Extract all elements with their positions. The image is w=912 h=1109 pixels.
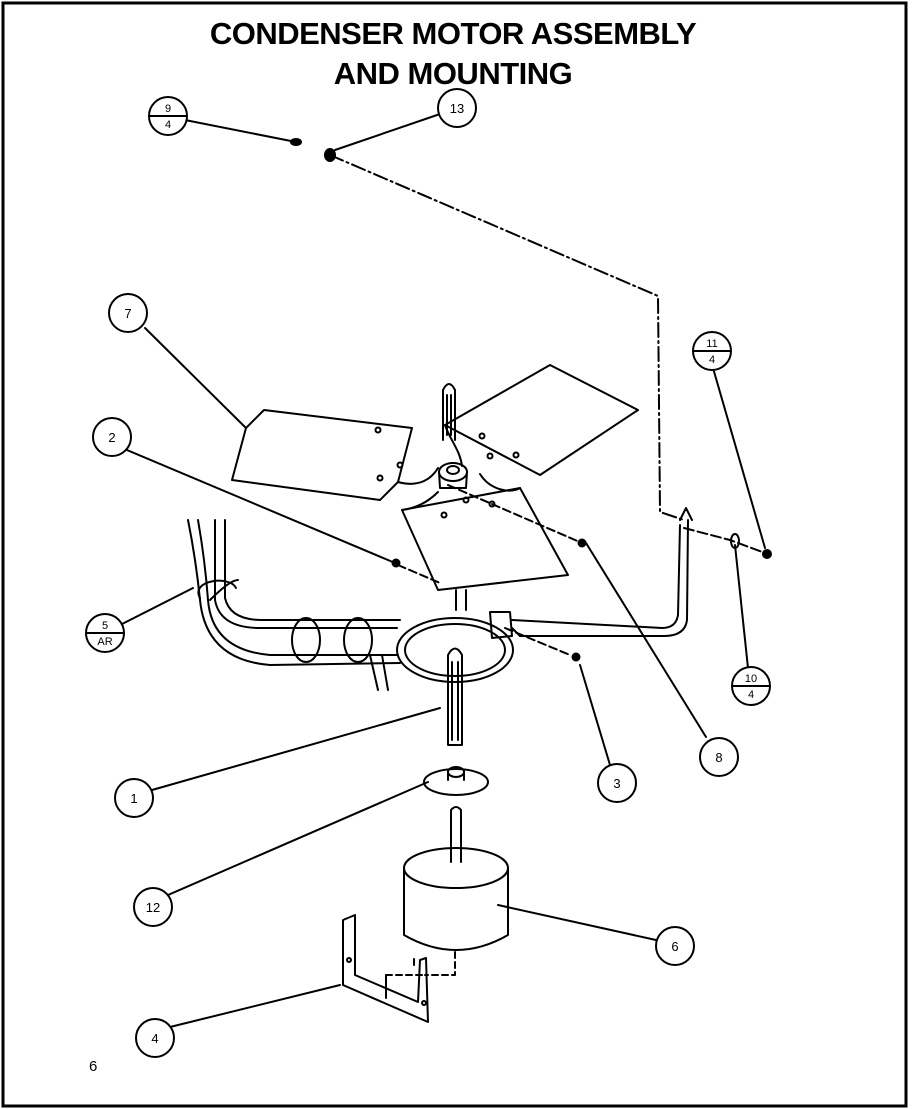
hardware-part-8: [577, 538, 587, 548]
callout-12: [133, 887, 173, 927]
motor-body: [403, 867, 509, 951]
motor-mount-plate: [423, 768, 489, 796]
bracket-hole: [346, 957, 352, 963]
callout-9-4-bottom: 4: [165, 119, 171, 131]
fan-spider: [397, 424, 521, 511]
rivet: [462, 496, 470, 504]
rivet: [396, 461, 404, 469]
title-line-2: AND MOUNTING: [333, 56, 573, 91]
hardware-part-10: [730, 533, 740, 549]
support-wire-left-3: [197, 519, 399, 656]
callout-2: [92, 417, 132, 457]
hardware-part-3: [571, 652, 581, 662]
mount-ring-outer: [396, 617, 514, 683]
leader-9: [184, 119, 297, 143]
callout-11-4-top: 11: [706, 338, 717, 350]
callout-6-label: 6: [671, 939, 678, 954]
wire-leads: [369, 654, 389, 691]
fan-blade-front: [401, 487, 569, 591]
leader-10: [734, 544, 749, 669]
rivet: [512, 451, 520, 459]
support-wire-right-1: [511, 519, 689, 637]
leader-11: [712, 367, 766, 549]
support-arm-lower: [447, 647, 463, 746]
callout-3: [597, 763, 637, 803]
alignment-line-10-11: [683, 527, 766, 554]
wire-clip-1: [291, 617, 321, 663]
motor-shaft: [450, 806, 462, 863]
rivet: [486, 452, 494, 460]
support-arm-lower-slot: [451, 661, 459, 741]
hardware-part-11: [762, 549, 772, 559]
callout-5-ar-top: 5: [102, 620, 108, 632]
support-wire-bend: [197, 579, 239, 601]
support-arm-upper: [442, 383, 456, 441]
hardware-part-9: [290, 138, 302, 146]
rivet: [440, 511, 448, 519]
fan-hub-bore: [446, 465, 460, 475]
rivet: [478, 432, 486, 440]
leader-5: [119, 587, 194, 626]
leader-1: [151, 707, 441, 791]
callout-7: [108, 293, 148, 333]
alignment-line-13: [329, 154, 685, 521]
callout-10-4-bottom: 4: [748, 689, 754, 701]
callout-3-label: 3: [613, 776, 620, 791]
rivet: [374, 426, 382, 434]
support-arm-upper-lower: [455, 589, 467, 611]
motor-mount-plate-boss-side: [447, 771, 465, 781]
motor-bracket: [342, 914, 429, 1023]
title-line-1: CONDENSER MOTOR ASSEMBLY: [209, 16, 697, 51]
wire-clip-2: [343, 617, 373, 663]
callout-1: [114, 778, 154, 818]
callout-10-4-top: 10: [745, 673, 757, 685]
fan-blade-left: [231, 409, 413, 501]
motor-top: [403, 847, 509, 889]
callout-6: [655, 926, 695, 966]
callout-5-ar-bottom: AR: [97, 636, 112, 648]
leader-2: [126, 449, 396, 564]
callout-2-label: 2: [108, 430, 115, 445]
support-arm-upper-slot: [446, 394, 452, 436]
leader-3: [579, 664, 611, 766]
fan-hub-side: [438, 471, 468, 489]
callout-7-label: 7: [124, 306, 131, 321]
bracket-hole: [421, 1000, 427, 1006]
callout-12-label: 12: [146, 900, 160, 915]
callout-4-label: 4: [151, 1031, 158, 1046]
callout-4: [135, 1018, 175, 1058]
callout-8-label: 8: [715, 750, 722, 765]
callout-11-4-bottom: 4: [709, 354, 715, 366]
page-number: 6: [89, 1058, 98, 1075]
leader-7: [144, 327, 247, 429]
leader-6: [497, 904, 657, 941]
motor-bracket-hidden-line: [385, 951, 456, 976]
mount-ring-clamp: [489, 611, 513, 639]
callout-13-label: 13: [450, 101, 464, 116]
support-wire-left-2: [224, 519, 401, 621]
support-wire-left-4: [187, 519, 401, 666]
hardware-part-2: [391, 558, 401, 568]
hardware-part-13: [324, 148, 336, 162]
rivet: [376, 474, 384, 482]
leader-8: [585, 542, 707, 738]
leader-4: [169, 984, 341, 1028]
callout-1-label: 1: [130, 791, 137, 806]
alignment-line-8: [447, 484, 583, 544]
callout-8: [699, 737, 739, 777]
callout-13: [437, 88, 477, 128]
support-wire-right-tip: [679, 507, 693, 521]
support-wire-left-1: [214, 519, 398, 629]
callout-9-4-top: 9: [165, 103, 171, 115]
fan-blade-right: [444, 364, 639, 476]
rivet: [488, 500, 496, 508]
mount-ring-inner: [404, 623, 506, 677]
leader-13: [334, 113, 441, 151]
leader-12: [167, 781, 429, 896]
support-wire-right-2: [511, 524, 681, 629]
